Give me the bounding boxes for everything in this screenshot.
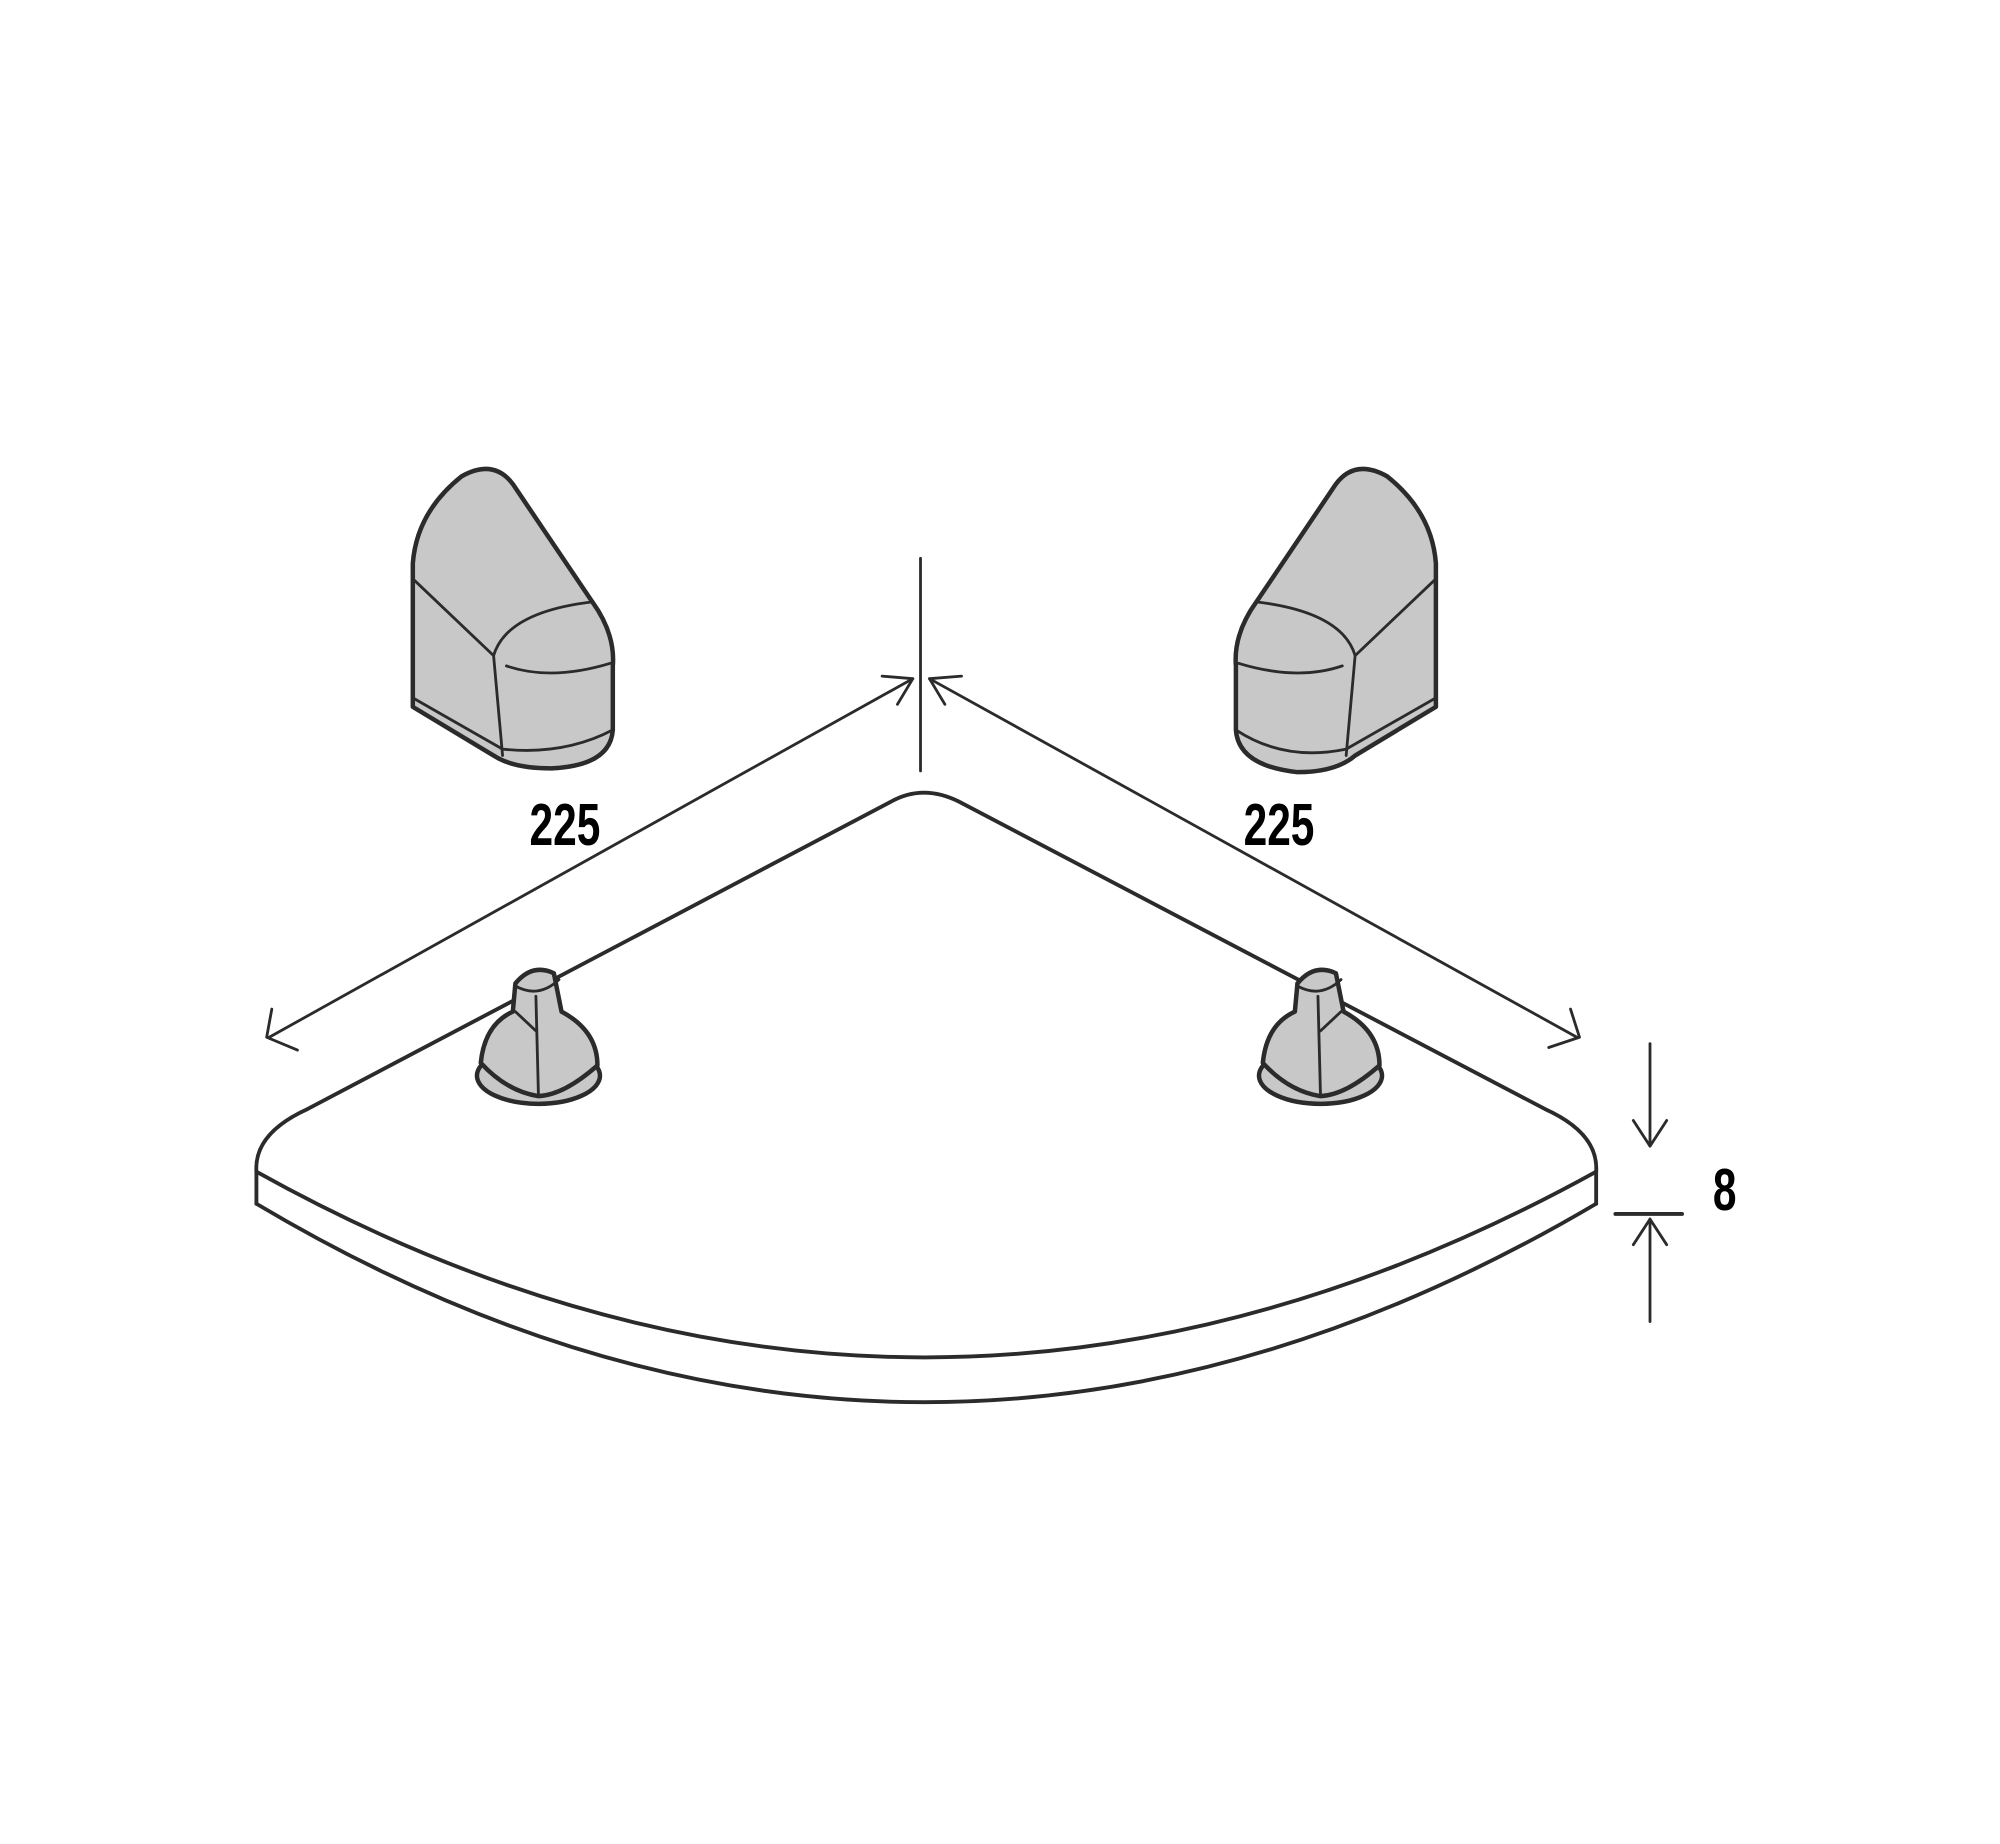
shelf-top-outline <box>254 790 1599 1174</box>
right-edge-length-label: 225 <box>1244 792 1315 857</box>
right-wall-bracket <box>1233 466 1439 775</box>
arrowhead <box>928 674 963 706</box>
dimension-left: 225 <box>265 556 922 1052</box>
shelf-front-top-edge <box>254 1169 1599 1360</box>
arrowhead <box>880 674 915 706</box>
left-wall-bracket <box>410 466 616 771</box>
right-shelf-support <box>1256 967 1385 1107</box>
left-shelf-support <box>474 967 603 1107</box>
left-edge-length-label: 225 <box>529 792 600 857</box>
arrowhead <box>1631 1119 1669 1148</box>
arrowhead <box>1547 1007 1581 1049</box>
shelf-front-bottom-edge <box>254 1201 1599 1404</box>
arrowhead <box>265 1007 299 1052</box>
dimension-right: 225 <box>928 674 1581 1049</box>
shelf <box>254 790 1599 1404</box>
dimension-thickness: 8 <box>1613 1042 1737 1323</box>
thickness-label: 8 <box>1713 1157 1737 1222</box>
arrowhead <box>1631 1217 1669 1247</box>
